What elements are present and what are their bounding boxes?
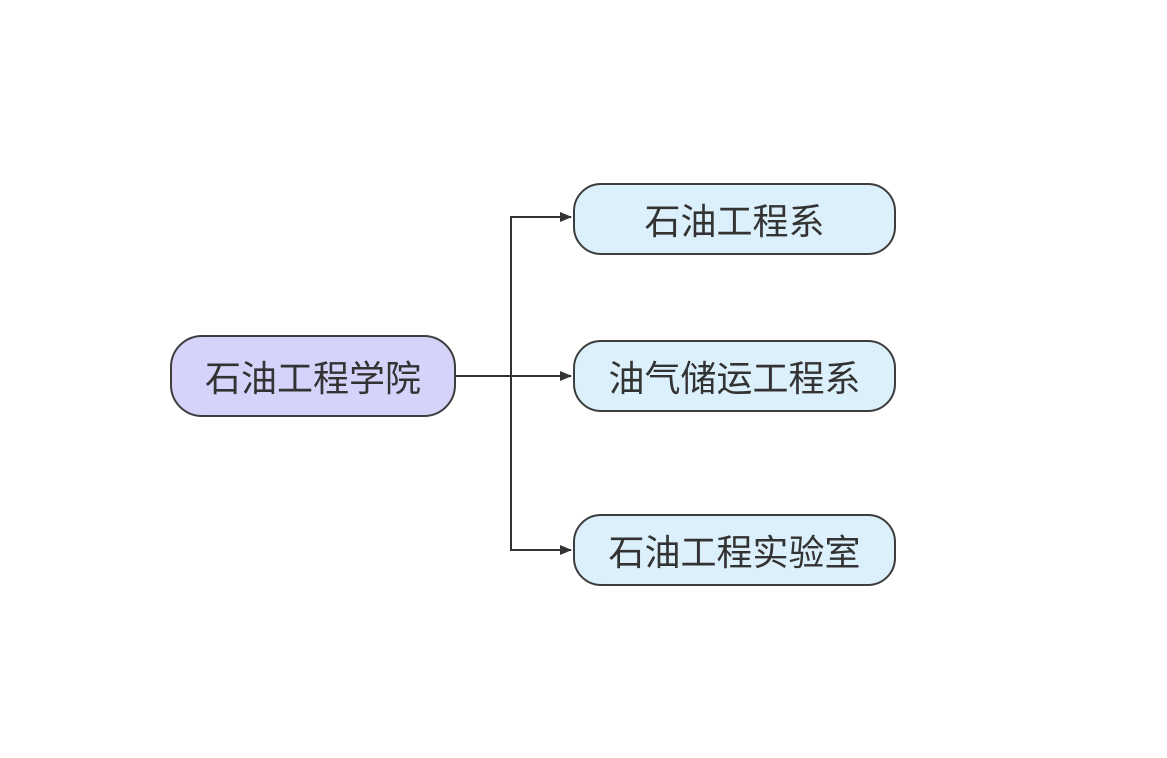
child-node-label: 油气储运工程系 bbox=[608, 359, 861, 400]
child-node-petroleum-engineering-dept: 石油工程系 bbox=[573, 183, 896, 255]
child-node-label: 石油工程实验室 bbox=[608, 533, 861, 574]
child-node-label: 石油工程系 bbox=[644, 202, 825, 243]
root-node-label: 石油工程学院 bbox=[204, 359, 421, 400]
root-node: 石油工程学院 bbox=[170, 335, 456, 417]
child-node-oil-gas-storage-dept: 油气储运工程系 bbox=[573, 340, 896, 412]
child-node-petroleum-engineering-lab: 石油工程实验室 bbox=[573, 514, 896, 586]
